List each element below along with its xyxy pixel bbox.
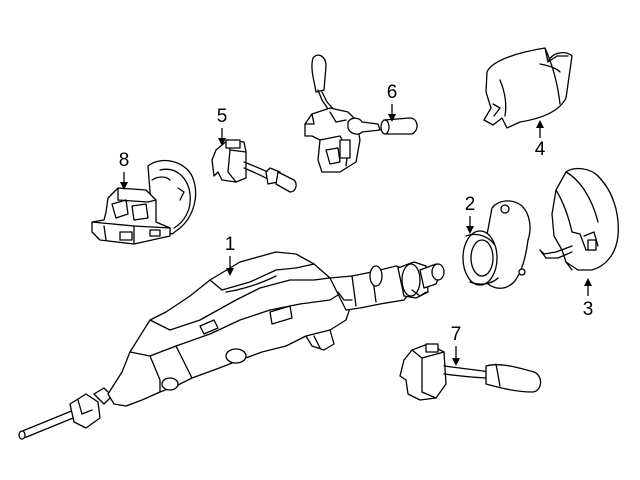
callout-5: 5 xyxy=(216,106,228,127)
leader-5 xyxy=(218,128,226,146)
leader-4 xyxy=(536,120,544,138)
callout-4: 4 xyxy=(534,139,546,160)
leader-2 xyxy=(466,216,474,234)
part-4-column-cover[interactable] xyxy=(483,47,573,129)
part-7-lever-switch[interactable] xyxy=(399,343,542,401)
leader-6 xyxy=(388,104,396,122)
part-2-flange-boot[interactable] xyxy=(462,200,531,289)
callout-8: 8 xyxy=(118,150,130,171)
leader-1 xyxy=(226,256,234,276)
callout-1: 1 xyxy=(224,234,236,255)
leader-3 xyxy=(584,278,592,296)
leader-8 xyxy=(120,172,128,190)
part-1-steering-column[interactable] xyxy=(18,251,445,440)
part-3-lower-cover[interactable] xyxy=(539,167,619,271)
callout-6: 6 xyxy=(386,82,398,103)
leader-7 xyxy=(452,346,460,366)
part-6-combination-switch[interactable] xyxy=(304,54,418,173)
callout-3: 3 xyxy=(582,299,594,320)
part-5-switch[interactable] xyxy=(211,139,297,193)
callout-7: 7 xyxy=(450,324,462,345)
part-8-clock-spring[interactable] xyxy=(91,159,197,245)
callout-2: 2 xyxy=(464,194,476,215)
